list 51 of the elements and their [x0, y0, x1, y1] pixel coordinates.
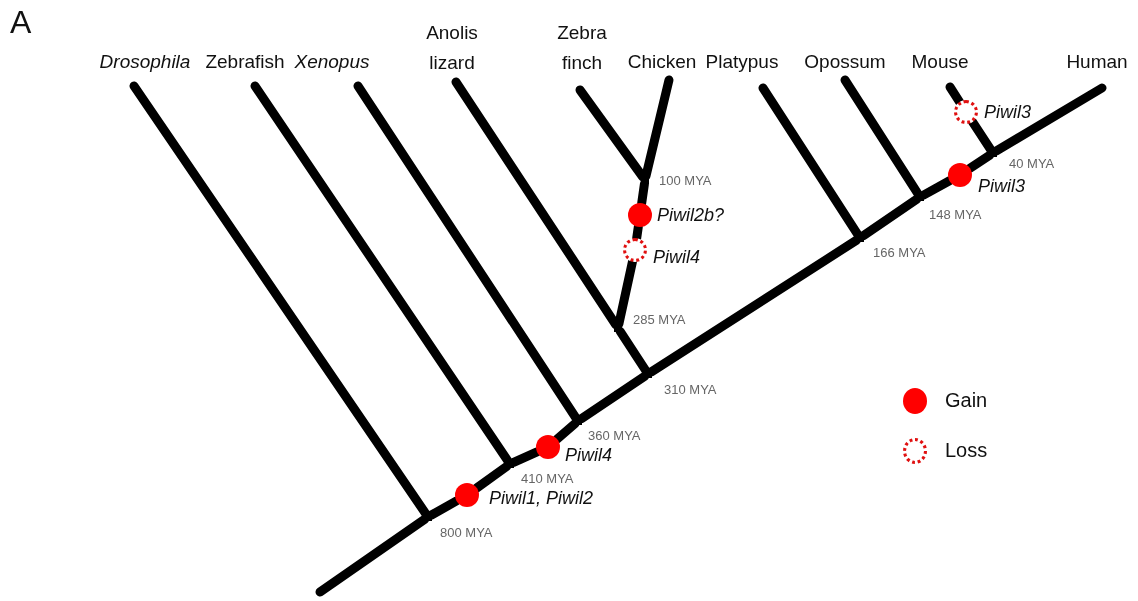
branch-line [758, 83, 863, 240]
loss-circle [954, 100, 978, 124]
branch-line [509, 447, 542, 467]
age-label: 800 MYA [440, 524, 493, 540]
gene-label: Piwil1, Piwil2 [489, 487, 594, 509]
age-label: 40 MYA [1009, 155, 1055, 171]
branch-line [858, 194, 922, 241]
gene-label: Piwil4 [653, 246, 700, 268]
branch-line [965, 150, 995, 173]
legend-label: Gain [945, 389, 988, 412]
age-label: 166 MYA [873, 244, 926, 260]
branch-line [353, 81, 581, 423]
age-label: 148 MYA [929, 206, 982, 222]
branch-line [129, 81, 431, 519]
species-label: Human [1057, 47, 1137, 77]
branch-line [315, 514, 430, 597]
gene-label: Piwil2b? [657, 204, 725, 226]
branch-line [472, 461, 512, 493]
branch-line [250, 81, 513, 466]
gene-label: Piwil3 [978, 175, 1025, 197]
branch-point [614, 324, 622, 332]
gain-dot [948, 163, 972, 187]
species-label: Anolis lizard [417, 18, 487, 78]
loss-circle [623, 238, 647, 262]
gene-label: Piwil4 [565, 444, 612, 466]
gene-label: Piwil3 [984, 101, 1031, 123]
branch-line [919, 176, 954, 200]
branch-line [552, 419, 580, 444]
species-label: Zebra finch [552, 18, 612, 78]
branch-line [945, 82, 965, 107]
age-label: 100 MYA [659, 172, 712, 188]
branch-line [641, 75, 674, 181]
branch-line [576, 371, 650, 424]
panel-letter: A [10, 4, 32, 41]
species-label: Drosophila [90, 47, 200, 77]
branch-line [427, 496, 462, 520]
legend-label: Loss [945, 439, 988, 462]
gain-dot [536, 435, 560, 459]
gain-dot [455, 483, 479, 507]
branch-line [968, 117, 996, 155]
branch-line [615, 326, 651, 376]
species-label: Mouse [900, 47, 980, 77]
age-label: 285 MYA [633, 311, 686, 327]
age-label: 410 MYA [521, 470, 574, 486]
branch-line [991, 83, 1107, 156]
branch-line [840, 75, 923, 199]
branch-line [646, 235, 862, 377]
gain-dot [628, 203, 652, 227]
age-label: 310 MYA [664, 381, 717, 397]
age-label: 360 MYA [588, 427, 641, 443]
species-label: Opossum [800, 47, 890, 77]
